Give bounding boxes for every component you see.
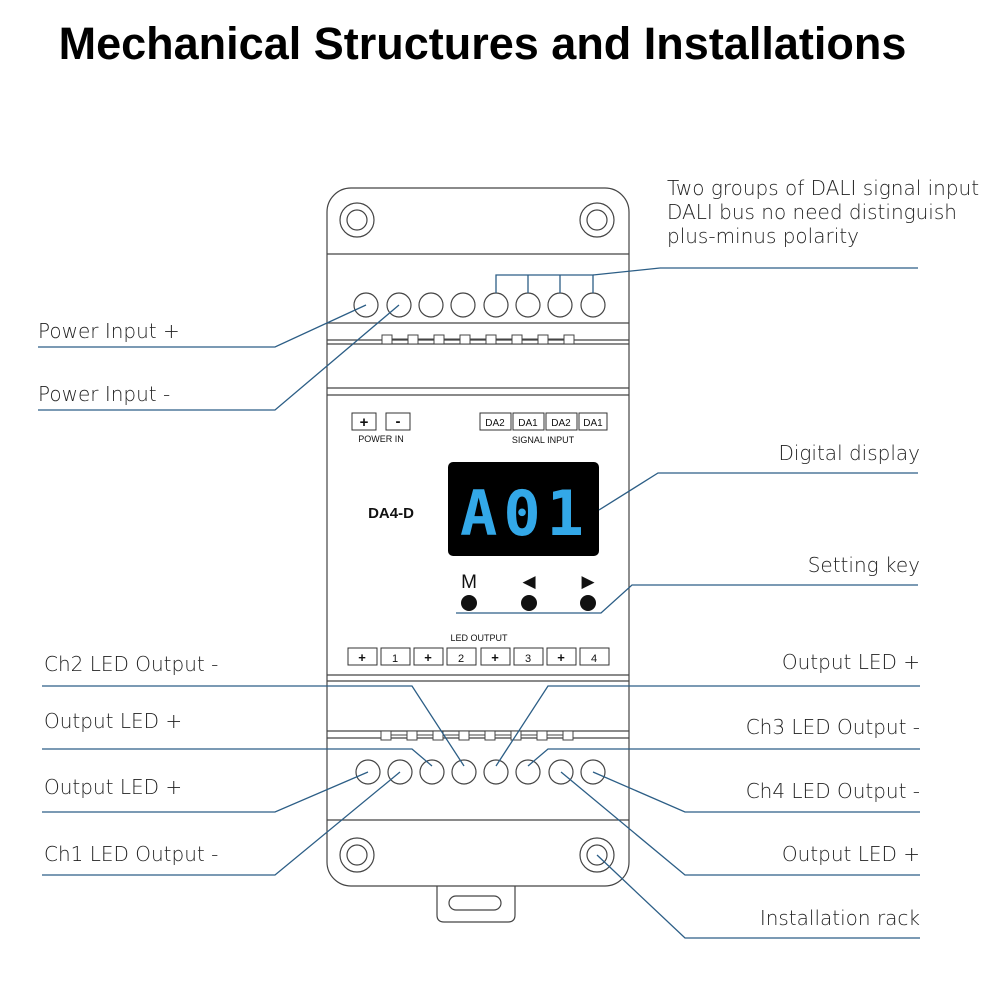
- led-terminal-label: +: [424, 650, 432, 665]
- power-input-plus-label: Power Input +: [38, 319, 180, 343]
- callout-labels: Two groups of DALI signal input DALI bus…: [38, 176, 979, 930]
- left-key-button: [521, 595, 537, 611]
- dali-note-line-2: DALI bus no need distinguish: [667, 200, 957, 224]
- top-terminal-4: [450, 292, 476, 318]
- led-terminal-label: +: [491, 650, 499, 665]
- dali-note-line-1: Two groups of DALI signal input: [667, 176, 979, 200]
- power-plus-mark: +: [360, 414, 369, 431]
- led-terminal-label: 4: [591, 653, 597, 665]
- output-led-plus-label: Output LED +: [44, 775, 182, 799]
- m-key-button: [461, 595, 477, 611]
- power-in-block: + - POWER IN: [351, 412, 411, 444]
- mount-hole-top-right: [579, 202, 615, 238]
- leader-lines: [38, 267, 920, 939]
- power-in-label: POWER IN: [358, 434, 404, 444]
- key-m-label: M: [461, 572, 477, 593]
- ch1-led-output-minus-label: Ch1 LED Output -: [44, 842, 218, 866]
- installation-rack-label: Installation rack: [760, 906, 920, 930]
- mount-hole-top-left: [339, 202, 375, 238]
- led-output-label: LED OUTPUT: [450, 633, 508, 643]
- signal-terminal-label: DA2: [485, 418, 505, 429]
- setting-key-label: Setting key: [808, 553, 920, 577]
- signal-input-label: SIGNAL INPUT: [512, 435, 575, 445]
- din-clip-slot: [448, 895, 502, 911]
- page-title: Mechanical Structures and Installations: [58, 18, 907, 69]
- display-readout: A01: [460, 477, 590, 550]
- led-terminal-label: 3: [525, 653, 531, 665]
- top-terminal-7: [547, 292, 573, 318]
- setting-keys: M ◀ ▶: [461, 572, 596, 611]
- led-terminal-label: 2: [458, 653, 464, 665]
- power-minus-mark: -: [396, 413, 401, 430]
- signal-terminal-label: DA1: [518, 418, 538, 429]
- bottom-terminal-3: [419, 759, 445, 785]
- led-terminal-label: +: [557, 650, 565, 665]
- ch2-led-output-minus-label: Ch2 LED Output -: [44, 652, 218, 676]
- output-led-plus-label: Output LED +: [44, 709, 182, 733]
- signal-terminal-label: DA1: [583, 418, 603, 429]
- power-input-minus-label: Power Input -: [38, 382, 170, 406]
- model-label: DA4-D: [368, 505, 414, 522]
- right-key-button: [580, 595, 596, 611]
- led-terminal-label: 1: [392, 653, 398, 665]
- output-led-plus-label: Output LED +: [782, 650, 920, 674]
- ch3-led-output-minus-label: Ch3 LED Output -: [746, 715, 920, 739]
- top-screw-windows: [381, 334, 575, 345]
- bottom-terminal-4: [451, 759, 477, 785]
- signal-terminal-label: DA2: [551, 418, 571, 429]
- led-output-block: LED OUTPUT + 1 + 2 + 3 + 4: [347, 633, 610, 666]
- digital-display: A01: [448, 462, 599, 556]
- mount-hole-bottom-left: [339, 837, 375, 873]
- key-right-label: ▶: [581, 572, 595, 591]
- ch4-led-output-minus-label: Ch4 LED Output -: [746, 779, 920, 803]
- signal-input-block: DA2 DA1 DA2 DA1 SIGNAL INPUT: [479, 412, 608, 445]
- top-terminal-8: [580, 292, 606, 318]
- top-terminal-3: [418, 292, 444, 318]
- led-terminal-label: +: [358, 650, 366, 665]
- top-terminal-5: [483, 292, 509, 318]
- digital-display-label: Digital display: [778, 441, 920, 465]
- bottom-terminal-5: [483, 759, 509, 785]
- dali-note-line-3: plus-minus polarity: [667, 224, 859, 248]
- output-led-plus-label: Output LED +: [782, 842, 920, 866]
- bottom-terminal-6: [515, 759, 541, 785]
- key-left-label: ◀: [522, 572, 536, 591]
- top-terminal-6: [515, 292, 541, 318]
